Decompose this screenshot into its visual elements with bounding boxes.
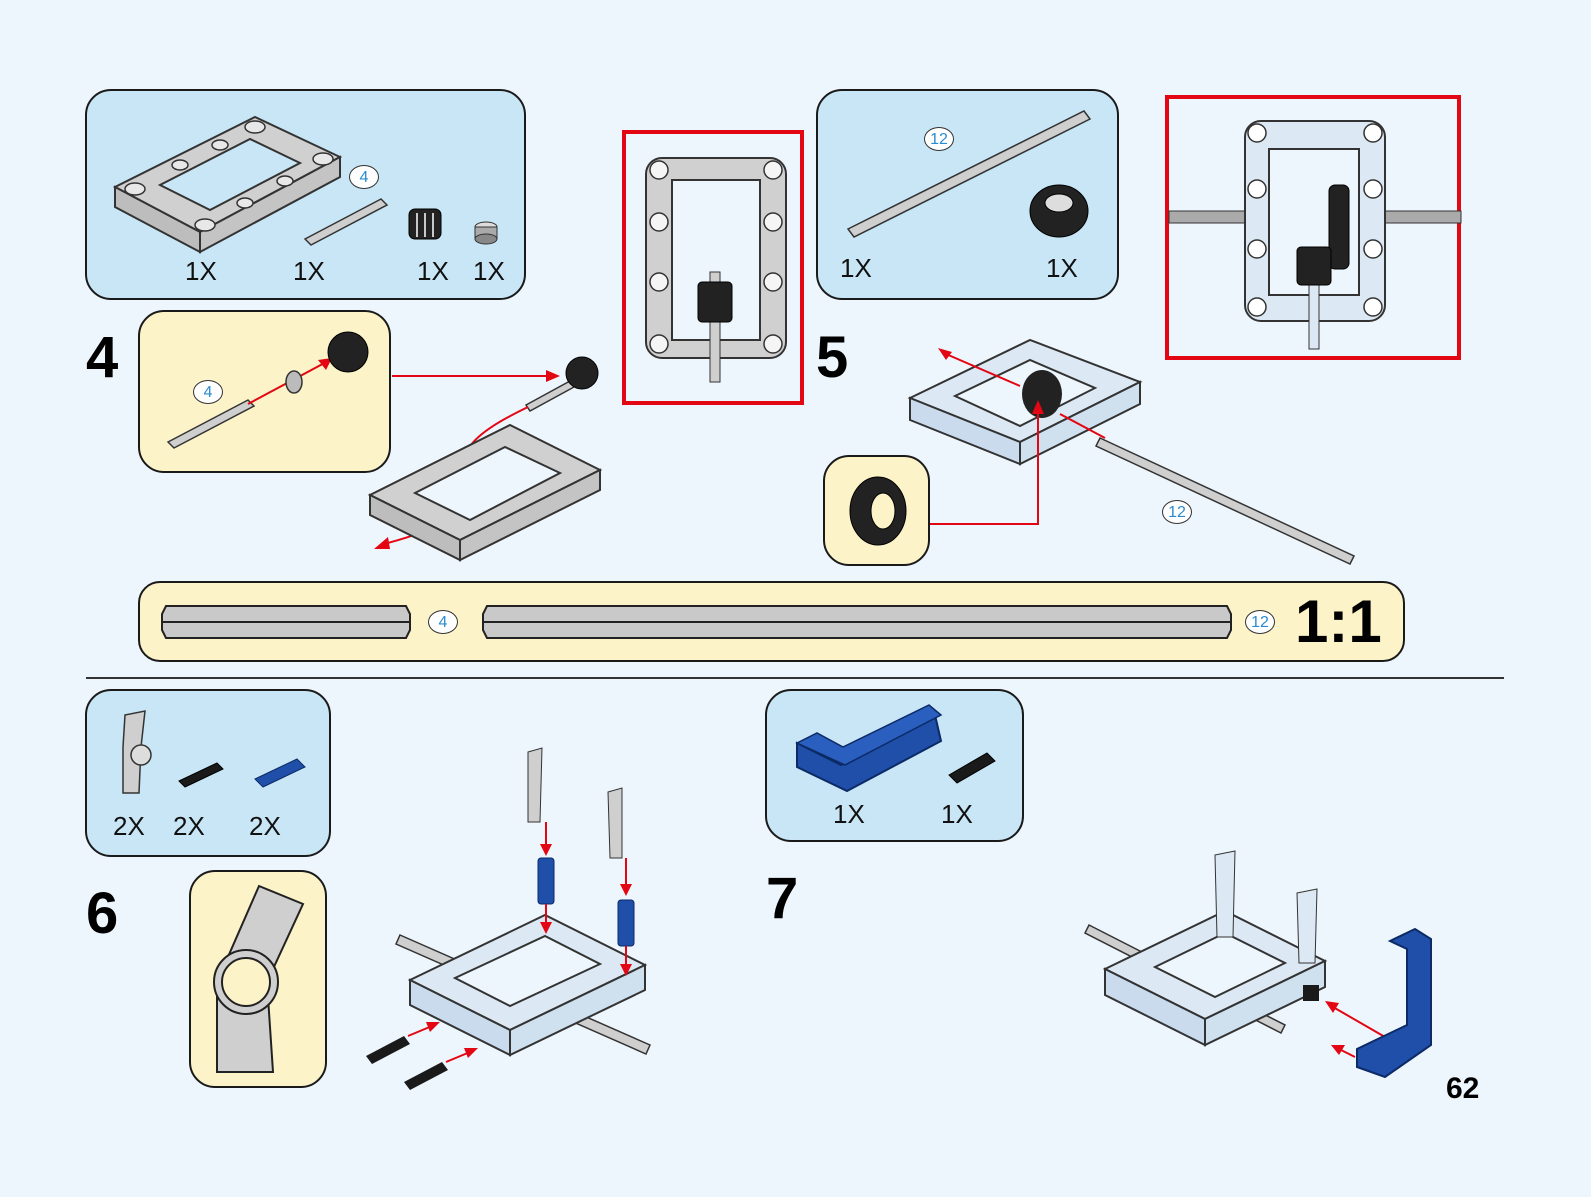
- top-view-frame-with-gear: [645, 157, 787, 383]
- top-view-frame-with-gears: [1168, 120, 1462, 350]
- step-4-subassembly-callout: 4: [138, 310, 391, 473]
- page-number: 62: [1446, 1072, 1480, 1105]
- step-number: 4: [86, 325, 119, 390]
- section-divider: [86, 677, 1504, 679]
- axle-length-label: 4: [349, 165, 379, 189]
- step-4-result-highlight: [622, 130, 804, 405]
- part-qty: 1X: [185, 256, 217, 286]
- step-5-assembly: [907, 338, 1356, 565]
- subassembly-diagram: [166, 331, 369, 449]
- black-pin-icon: [178, 762, 224, 788]
- l-beam-icon: [795, 704, 943, 793]
- step-number: 5: [816, 325, 849, 390]
- axle-icon: [846, 110, 1092, 238]
- axle-icon: [303, 198, 389, 246]
- step-5-parts-panel: 12 1X 1X: [816, 89, 1119, 300]
- step-6-parts-panel: 2X 2X 2X: [85, 689, 331, 857]
- axle-length-label: 4: [193, 380, 223, 404]
- step-number: 6: [86, 881, 119, 946]
- open-frame-icon: [112, 115, 343, 254]
- black-pin-icon: [948, 752, 996, 784]
- angle-connector-icon: [122, 710, 152, 794]
- gear-small-icon: [408, 208, 442, 240]
- axle-4-actual-size: [161, 605, 411, 639]
- part-qty: 1X: [293, 256, 325, 286]
- part-qty: 1X: [840, 253, 872, 283]
- step-5-result-highlight: [1165, 95, 1462, 360]
- axle-scale-bar: 4 12 1:1: [138, 581, 1405, 662]
- axle-length-label: 12: [924, 127, 954, 151]
- axle-length-label: 12: [1245, 610, 1275, 634]
- gear-large-icon: [849, 476, 907, 546]
- part-qty: 1X: [417, 256, 449, 286]
- part-qty: 2X: [113, 811, 145, 841]
- gear-large-icon: [1029, 184, 1089, 238]
- blue-pin-icon: [254, 758, 306, 788]
- bush-icon: [285, 370, 303, 394]
- axle-length-label: 12: [1162, 500, 1192, 524]
- angle-connector-closeup: [213, 884, 305, 1073]
- part-qty: 1X: [941, 799, 973, 829]
- part-qty: 1X: [1046, 253, 1078, 283]
- step-6-angle-connector-callout: [189, 870, 327, 1088]
- step-4-parts-panel: 4 1X 1X 1X 1X: [85, 89, 526, 300]
- step-5-gear-callout: [823, 455, 930, 566]
- step-4-assembly: [367, 356, 603, 562]
- step-6-assembly: [366, 747, 651, 1090]
- step-number: 7: [766, 866, 799, 931]
- scale-ratio: 1:1: [1295, 588, 1382, 655]
- part-qty: 2X: [173, 811, 205, 841]
- bush-icon: [474, 221, 498, 245]
- step-7-parts-panel: 1X 1X: [765, 689, 1024, 842]
- gear-small-icon: [327, 331, 369, 373]
- part-qty: 1X: [473, 256, 505, 286]
- axle-length-label: 4: [428, 610, 458, 634]
- part-qty: 2X: [249, 811, 281, 841]
- axle-12-actual-size: [482, 605, 1232, 639]
- step-7-assembly: [1083, 850, 1432, 1079]
- part-qty: 1X: [833, 799, 865, 829]
